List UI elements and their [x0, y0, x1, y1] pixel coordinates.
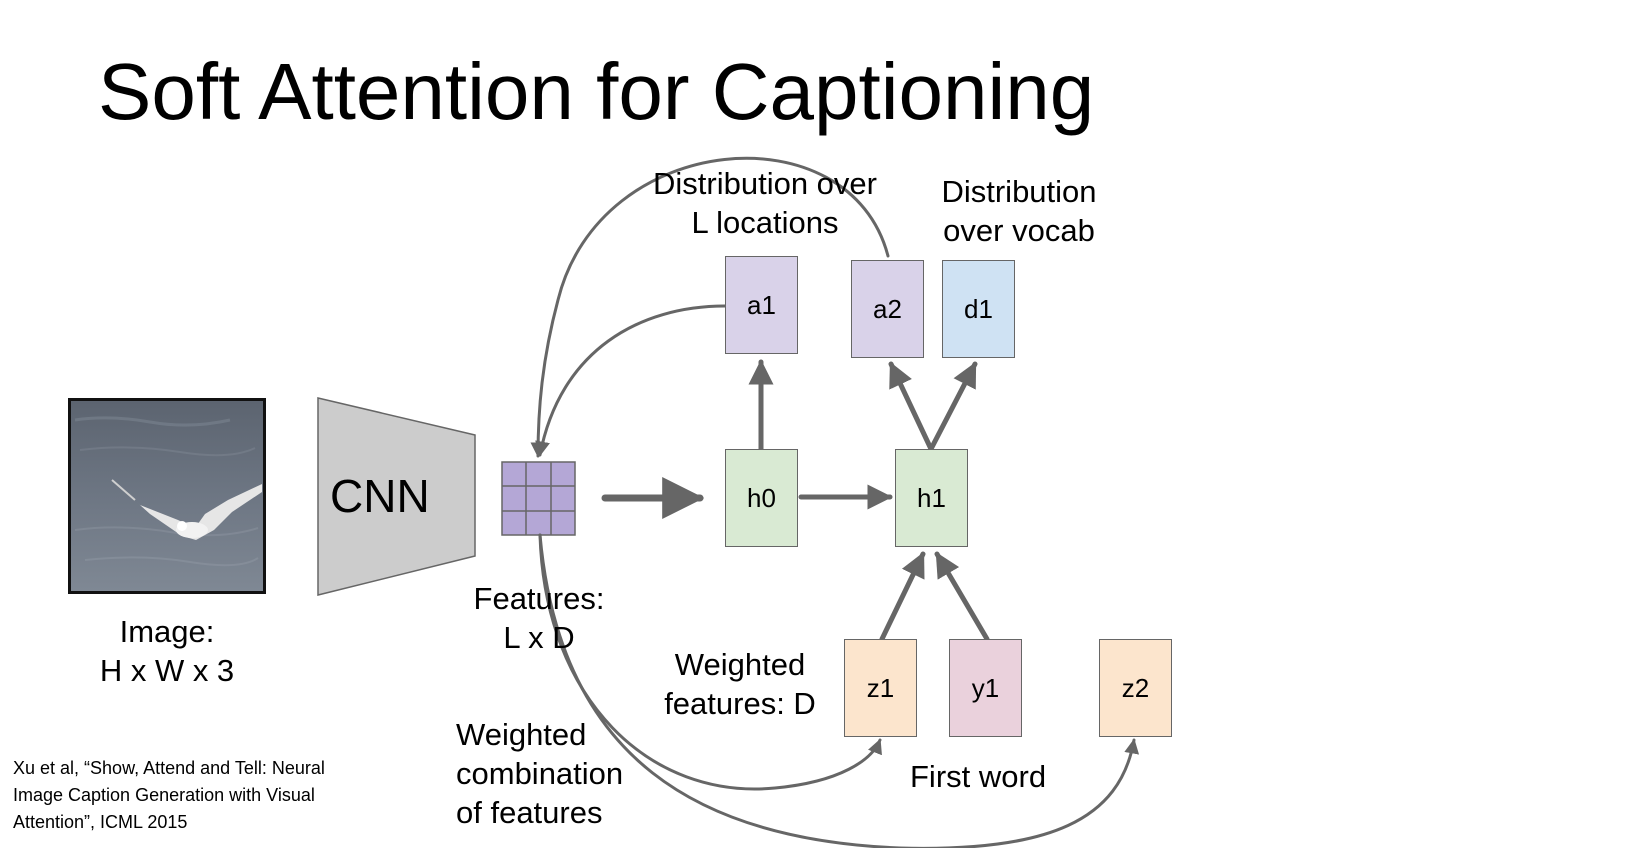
node-h1-label: h1: [917, 482, 946, 513]
node-y1: y1: [949, 639, 1022, 737]
arrow-h1-to-a2: [888, 361, 934, 452]
page-title: Soft Attention for Captioning: [98, 47, 1095, 136]
arrow-features-to-z2: [538, 533, 1140, 848]
image-label-line1: Image:: [119, 614, 215, 649]
weighted-combination-label: Weighted combination of features: [456, 715, 623, 832]
citation-line1: Xu et al, “Show, Attend and Tell: Neural: [13, 758, 325, 778]
arrow-a1-to-features: [535, 304, 727, 457]
node-a2-label: a2: [873, 293, 902, 324]
arrow-features-to-z1: [538, 533, 882, 791]
arrow-a2-to-features: [530, 156, 890, 458]
node-z2: z2: [1099, 639, 1172, 737]
arrows: [530, 156, 1140, 848]
dist-locations-label: Distribution over L locations: [635, 164, 895, 242]
node-h0: h0: [725, 449, 798, 547]
node-z1-label: z1: [866, 672, 895, 703]
weighted-features-label-line2: features: D: [664, 686, 816, 721]
dist-vocab-label: Distribution over vocab: [924, 172, 1114, 250]
citation-line3: Attention”, ICML 2015: [13, 812, 188, 832]
weighted-combination-label-line2: combination: [456, 756, 624, 791]
citation: Xu et al, “Show, Attend and Tell: Neural…: [13, 755, 325, 836]
node-a2: a2: [851, 260, 924, 358]
image-label-line2: H x W x 3: [99, 653, 235, 688]
node-d1: d1: [942, 260, 1015, 358]
node-z1: z1: [844, 639, 917, 737]
dist-locations-label-line1: Distribution over: [653, 166, 877, 201]
dist-locations-label-line2: L locations: [691, 205, 839, 240]
node-h0-label: h0: [747, 482, 776, 513]
dist-vocab-label-line2: over vocab: [943, 213, 1095, 248]
first-word-label: First word: [910, 759, 1047, 794]
arrow-y1-to-h1: [934, 551, 990, 642]
dist-vocab-label-line1: Distribution: [941, 174, 1097, 209]
citation-line2: Image Caption Generation with Visual: [13, 785, 315, 805]
cnn-block: [317, 397, 476, 596]
input-image: [68, 398, 266, 594]
weighted-combination-label-line3: of features: [456, 795, 603, 830]
node-y1-label: y1: [971, 672, 1000, 703]
weighted-combination-label-line1: Weighted: [456, 717, 587, 752]
node-d1-label: d1: [964, 293, 993, 324]
cnn-label: CNN: [330, 470, 430, 522]
features-label-line2: L x D: [503, 620, 575, 655]
arrow-h1-to-d1: [928, 361, 978, 452]
arrow-z1-to-h1: [879, 551, 926, 642]
node-z2-label: z2: [1121, 672, 1150, 703]
node-a1: a1: [725, 256, 798, 354]
image-label: Image: H x W x 3: [87, 612, 247, 690]
node-h1: h1: [895, 449, 968, 547]
features-label-line1: Features:: [473, 581, 605, 616]
weighted-features-label-line1: Weighted: [674, 647, 806, 682]
weighted-features-label: Weighted features: D: [650, 645, 830, 723]
grid-3x3-icon: [501, 461, 576, 536]
seagull-icon: [110, 478, 262, 540]
node-a1-label: a1: [747, 289, 776, 320]
features-label: Features: L x D: [459, 579, 619, 657]
